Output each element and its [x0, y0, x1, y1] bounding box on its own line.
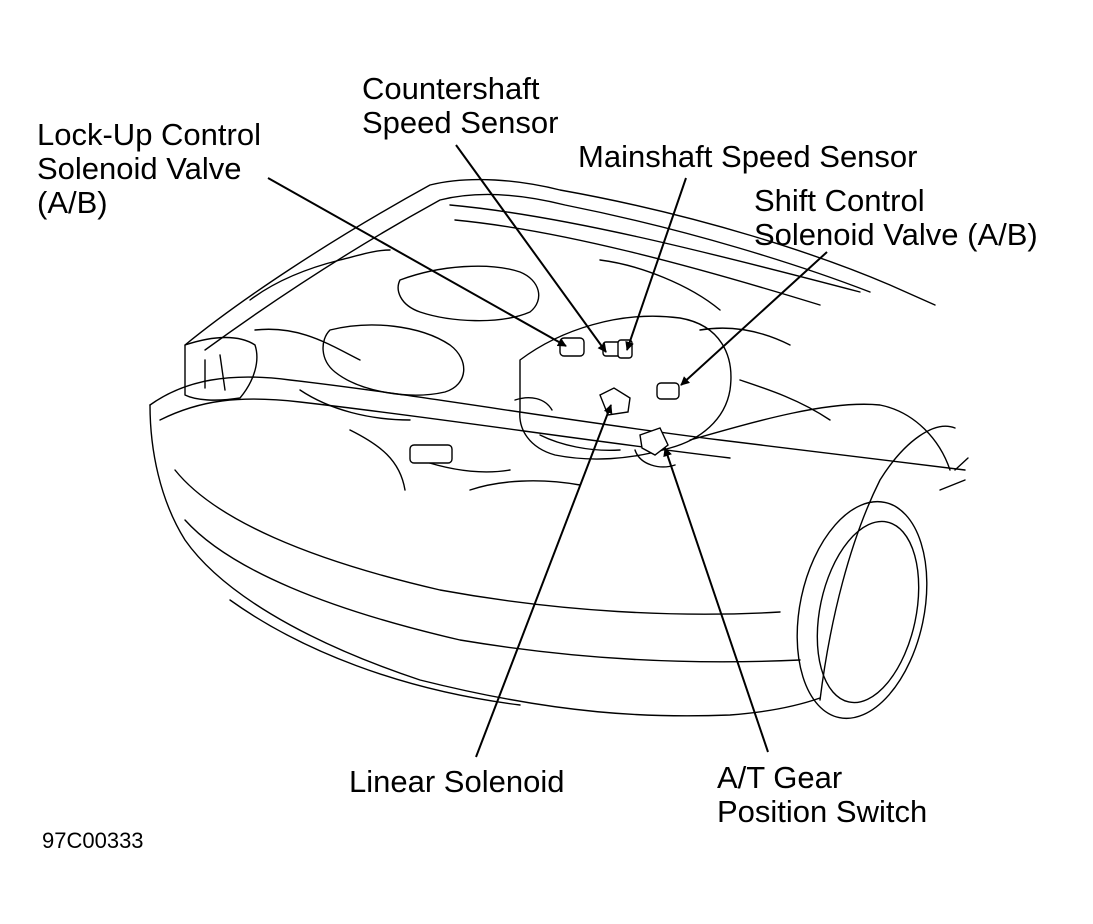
at-gear-label-line-2: Position Switch — [717, 794, 928, 829]
mainshaft-label-line-1: Mainshaft Speed Sensor — [578, 139, 918, 174]
lockup-leader — [267, 177, 567, 347]
figure-code: 97C00333 — [42, 828, 144, 853]
at-gear-leader — [663, 447, 769, 753]
countershaft-sensor-label: Countershaft Speed Sensor — [362, 72, 558, 140]
at-gear-position-switch-label: A/T Gear Position Switch — [717, 761, 927, 829]
mainshaft-leader — [625, 177, 687, 351]
countershaft-label-line-2: Speed Sensor — [362, 105, 559, 140]
linear-solenoid-shape — [599, 387, 631, 416]
shift-control-solenoid-shape — [656, 382, 680, 400]
countershaft-leader — [455, 144, 607, 353]
shift-control-label-line-1: Shift Control — [754, 183, 925, 218]
shift-control-solenoid-label: Shift Control Solenoid Valve (A/B) — [754, 184, 1038, 252]
lockup-label-line-2: Solenoid Valve — [37, 151, 242, 186]
at-gear-label-line-1: A/T Gear — [717, 760, 843, 795]
car-body-outline — [149, 178, 969, 720]
lockup-solenoid-shape — [559, 337, 585, 357]
mainshaft-sensor-label: Mainshaft Speed Sensor — [578, 140, 918, 174]
linear-label-line-1: Linear Solenoid — [349, 764, 565, 799]
gear-position-switch-shape — [639, 427, 669, 456]
lockup-label-line-1: Lock-Up Control — [37, 117, 261, 152]
lockup-solenoid-label: Lock-Up Control Solenoid Valve (A/B) — [37, 118, 261, 220]
linear-leader — [475, 404, 613, 758]
component-shapes — [409, 337, 680, 464]
countershaft-label-line-1: Countershaft — [362, 71, 540, 106]
linear-solenoid-label: Linear Solenoid — [349, 765, 564, 799]
shift-control-label-line-2: Solenoid Valve (A/B) — [754, 217, 1038, 252]
spare-solenoid-shape — [409, 444, 453, 464]
shift-control-leader — [680, 251, 828, 386]
lockup-label-line-3: (A/B) — [37, 185, 108, 220]
leader-lines — [267, 144, 828, 758]
